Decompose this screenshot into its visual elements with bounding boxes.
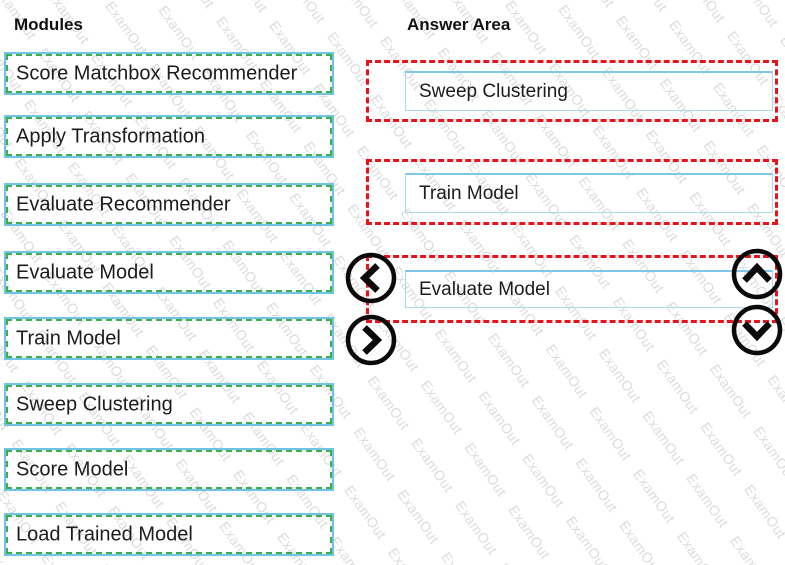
answer-slot-label: Train Model (419, 182, 519, 204)
move-up-button[interactable] (731, 248, 783, 300)
answer-slot-value[interactable]: Sweep Clustering (405, 71, 773, 111)
module-label: Apply Transformation (16, 125, 205, 147)
module-sweep-clustering[interactable]: Sweep Clustering (4, 383, 334, 426)
module-label: Sweep Clustering (16, 393, 173, 415)
answer-slot-value[interactable]: Train Model (405, 173, 773, 213)
move-left-button[interactable] (345, 252, 397, 304)
answer-slot-label: Evaluate Model (419, 278, 550, 300)
answer-slot-value[interactable]: Evaluate Model (405, 270, 773, 308)
modules-title: Modules (14, 15, 83, 34)
answer-area-title: Answer Area (407, 15, 511, 34)
answer-slot-1[interactable]: Sweep Clustering (366, 60, 778, 122)
answer-slot-label: Sweep Clustering (419, 80, 568, 102)
module-label: Score Matchbox Recommender (16, 62, 298, 84)
module-train-model[interactable]: Train Model (4, 317, 334, 360)
module-score-model[interactable]: Score Model (4, 448, 334, 491)
chevron-left-icon (345, 252, 397, 304)
module-label: Evaluate Recommender (16, 193, 231, 215)
answer-slot-3[interactable]: Evaluate Model (366, 255, 778, 323)
module-evaluate-model[interactable]: Evaluate Model (4, 251, 334, 294)
module-evaluate-recommender[interactable]: Evaluate Recommender (4, 183, 334, 226)
chevron-down-icon (731, 304, 783, 356)
module-label: Score Model (16, 458, 129, 480)
move-down-button[interactable] (731, 304, 783, 356)
move-right-button[interactable] (345, 314, 397, 366)
module-label: Evaluate Model (16, 261, 154, 283)
module-label: Load Trained Model (16, 523, 193, 545)
module-load-trained-model[interactable]: Load Trained Model (4, 513, 334, 556)
module-score-matchbox-recommender[interactable]: Score Matchbox Recommender (4, 52, 334, 95)
chevron-right-icon (345, 314, 397, 366)
module-label: Train Model (16, 327, 121, 349)
answer-slot-2[interactable]: Train Model (366, 159, 778, 225)
module-apply-transformation[interactable]: Apply Transformation (4, 115, 334, 158)
chevron-up-icon (731, 248, 783, 300)
